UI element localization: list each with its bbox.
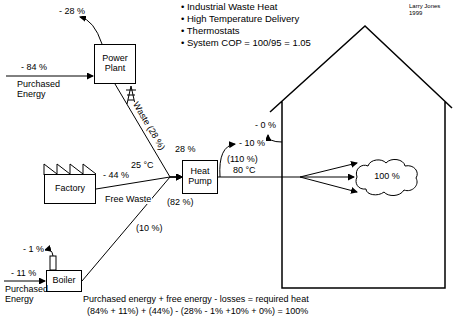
annotation-label: - 1 % bbox=[22, 244, 45, 254]
edge-label: (10 %) bbox=[135, 223, 164, 233]
annotation-label: Larry Jones 1999 bbox=[408, 3, 452, 17]
annotation-label: - 28 % bbox=[58, 6, 86, 16]
node-label: Power Plant bbox=[95, 54, 135, 74]
annotation-label: - 84 % bbox=[20, 62, 48, 72]
heat-cloud: 100 % bbox=[354, 157, 420, 197]
annotation-label: (110 %) bbox=[226, 154, 259, 164]
process-box: Heat Pump bbox=[182, 160, 218, 194]
annotation-label: 80 °C bbox=[232, 165, 257, 175]
factory-box: Factory bbox=[44, 174, 96, 204]
branch-line bbox=[300, 177, 357, 192]
annotation-label: Free Waste bbox=[104, 194, 152, 204]
branch-line bbox=[300, 163, 357, 177]
annotation-label: - 0 % bbox=[254, 120, 277, 130]
loss-arrow bbox=[45, 250, 53, 256]
boiler-box: Boiler bbox=[46, 270, 82, 292]
node-label: 100 % bbox=[374, 172, 400, 182]
energy-arrow bbox=[6, 76, 93, 77]
node-text: Boiler bbox=[52, 276, 75, 286]
loss-arrow bbox=[268, 135, 282, 142]
node-label: Boiler bbox=[52, 276, 75, 286]
flow-connector bbox=[218, 177, 354, 178]
loss-arrow bbox=[80, 17, 102, 44]
node-label: Factory bbox=[55, 184, 85, 194]
node-text: Factory bbox=[55, 184, 85, 194]
annotation-label: - 11 % bbox=[10, 268, 37, 278]
annotation-label: • Industrial Waste Heat bbox=[180, 2, 278, 13]
annotation-label: - 10 % bbox=[238, 138, 266, 148]
annotation-label: Purchased Energy bbox=[4, 284, 46, 305]
boiler-chimney bbox=[50, 256, 56, 270]
annotation-label: • Thermostats bbox=[180, 26, 241, 37]
annotation-label: • System COP = 100/95 = 1.05 bbox=[180, 38, 312, 49]
annotation-label: - 44 % bbox=[102, 170, 130, 180]
flow-connector bbox=[115, 84, 182, 177]
edge-label: Waste (28 %) bbox=[131, 100, 169, 154]
node-label: Heat Pump bbox=[183, 167, 217, 187]
annotation-label: 25 °C bbox=[130, 160, 155, 170]
node-text: 100 % bbox=[374, 172, 400, 182]
annotation-label: • High Temperature Delivery bbox=[180, 14, 300, 25]
annotation-label: Purchased Energy bbox=[16, 79, 68, 100]
annotation-label: Purchased energy + free energy - losses … bbox=[82, 294, 310, 304]
plant-box: Power Plant bbox=[94, 44, 136, 84]
energy-arrow bbox=[4, 281, 45, 282]
annotation-label: 28 % bbox=[174, 144, 197, 154]
node-text: Heat Pump bbox=[183, 167, 217, 187]
node-text: Power Plant bbox=[95, 54, 135, 74]
annotation-label: (84% + 11%) + (44%) - (28% - 1% +10% + 0… bbox=[86, 306, 309, 316]
annotation-label: (82 %) bbox=[166, 197, 195, 207]
flow-connector bbox=[82, 177, 182, 281]
house-outline bbox=[270, 26, 452, 288]
